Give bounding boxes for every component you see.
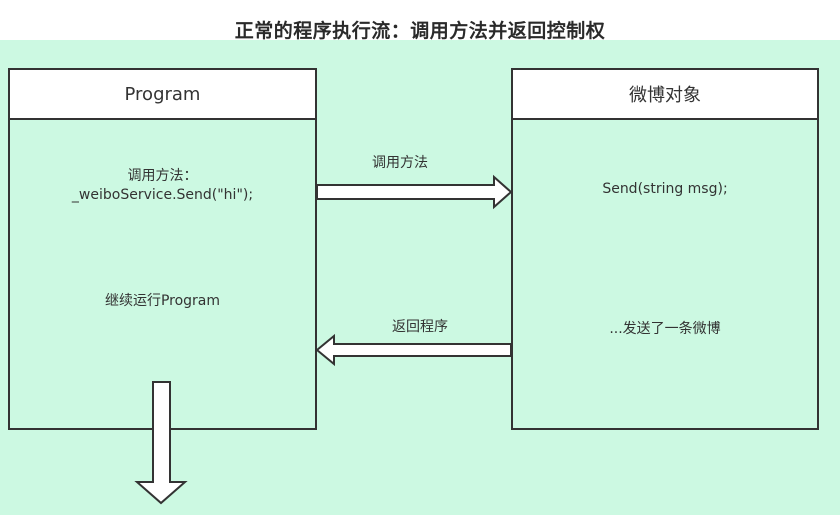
continue-down-arrow [134, 381, 188, 505]
send-method-text: Send(string msg); [602, 181, 728, 197]
title-band [0, 0, 840, 40]
weibo-object-box: 微博对象 Send(string msg); ...发送了一条微博 [511, 68, 819, 430]
weibo-object-box-header: 微博对象 [513, 70, 817, 120]
call-method-label: 调用方法： [127, 168, 198, 184]
call-edge-label: 调用方法 [372, 155, 428, 171]
continue-program-text: 继续运行Program [104, 293, 221, 309]
call-arrow [316, 174, 513, 210]
sent-weibo-text: ...发送了一条微博 [609, 321, 721, 337]
return-edge-label: 返回程序 [392, 319, 448, 335]
program-box: Program 调用方法： _weiboService.Send("hi"); … [8, 68, 317, 430]
call-method-code: _weiboService.Send("hi"); [71, 187, 254, 203]
diagram-title: 正常的程序执行流：调用方法并返回控制权 [234, 20, 606, 42]
program-box-header: Program [10, 70, 315, 120]
return-arrow [315, 333, 512, 367]
